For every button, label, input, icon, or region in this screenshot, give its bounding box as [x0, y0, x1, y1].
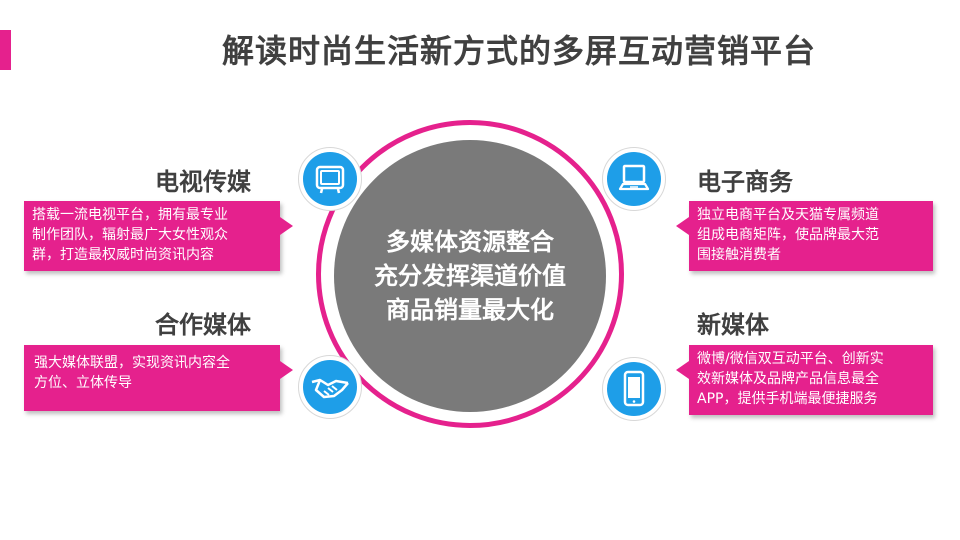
tv-media-title: 电视传媒: [155, 168, 251, 196]
ecommerce-callout: 独立电商平台及天猫专属频道 组成电商矩阵，使品牌最大范 围接触消费者: [676, 201, 933, 271]
smartphone-icon: [623, 370, 645, 407]
ecommerce-line-3: 围接触消费者: [697, 247, 781, 263]
tv-media-line-3: 群，打造最权威时尚资讯内容: [32, 247, 214, 263]
newmedia-line-1: 微博/微信双互动平台、创新实: [697, 351, 884, 367]
page-title: 解读时尚生活新方式的多屏互动营销平台: [222, 32, 817, 70]
newmedia-line-2: 效新媒体及品牌产品信息最全: [697, 371, 879, 387]
partner-media-line-2: 方位、立体传导: [34, 375, 132, 391]
center-line-3: 商品销量最大化: [386, 296, 554, 324]
newmedia-line-3: APP，提供手机端最便捷服务: [697, 391, 878, 407]
center-circle: 多媒体资源整合 充分发挥渠道价值 商品销量最大化: [334, 140, 606, 412]
ecommerce-badge: [602, 147, 666, 211]
ecommerce-line-2: 组成电商矩阵，使品牌最大范: [697, 227, 879, 243]
newmedia-badge: [602, 357, 666, 421]
tv-icon: [315, 165, 345, 194]
partner-media-line-1: 强大媒体联盟，实现资讯内容全: [34, 355, 230, 371]
title-accent-bar: [0, 30, 11, 70]
partner-media-callout: 强大媒体联盟，实现资讯内容全 方位、立体传导: [24, 345, 293, 411]
ecommerce-line-1: 独立电商平台及天猫专属频道: [697, 207, 879, 223]
newmedia-title: 新媒体: [697, 311, 769, 339]
tv-media-line-1: 搭载一流电视平台，拥有最专业: [32, 207, 228, 223]
ecommerce-title: 电子商务: [697, 168, 793, 196]
center-line-2: 充分发挥渠道价值: [374, 262, 566, 290]
partner-badge: [298, 355, 362, 419]
partner-media-title: 合作媒体: [155, 311, 251, 339]
tv-media-line-2: 制作团队，辐射最广大女性观众: [32, 227, 228, 243]
tv-badge: [298, 147, 362, 211]
handshake-icon: [311, 378, 349, 399]
computer-icon: [618, 164, 650, 191]
tv-media-callout: 搭载一流电视平台，拥有最专业 制作团队，辐射最广大女性观众 群，打造最权威时尚资…: [24, 201, 293, 271]
newmedia-callout: 微博/微信双互动平台、创新实 效新媒体及品牌产品信息最全 APP，提供手机端最便…: [676, 345, 933, 415]
center-line-1: 多媒体资源整合: [386, 228, 554, 256]
